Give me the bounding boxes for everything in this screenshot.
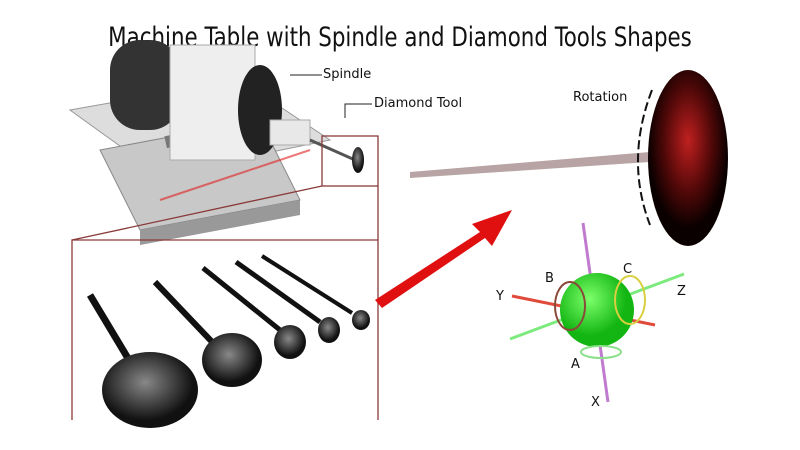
axis-gizmo xyxy=(509,222,685,403)
diamond-tool-label: Diamond Tool xyxy=(374,96,463,111)
arrow xyxy=(375,210,512,308)
rotation-label: Rotation xyxy=(573,90,628,105)
tool-shaft xyxy=(410,152,650,178)
spindle-label: Spindle xyxy=(323,67,372,82)
axis-b-label: B xyxy=(545,271,554,286)
machine-table xyxy=(68,40,364,245)
diamond-tools xyxy=(86,254,370,428)
rotation-arc xyxy=(637,89,653,226)
axis-y-label: Y xyxy=(496,289,504,304)
axis-a-label: A xyxy=(571,357,580,372)
axis-x-label: X xyxy=(591,395,600,410)
axis-c-label: C xyxy=(623,262,633,277)
tool-face xyxy=(648,70,728,246)
axis-z-label: Z xyxy=(677,284,686,299)
